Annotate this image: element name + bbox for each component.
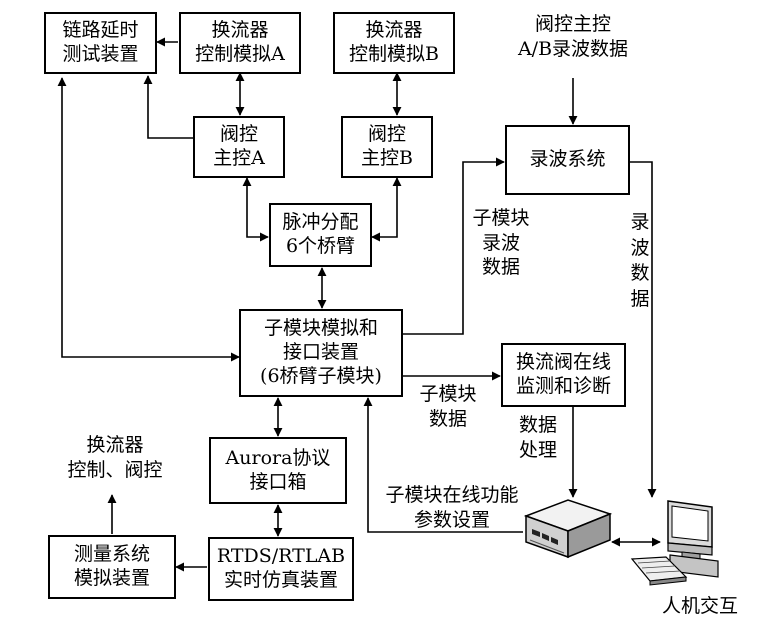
label-line: 阀控主控 bbox=[534, 13, 611, 35]
arrow-valveA-to-linkdelay bbox=[143, 75, 193, 139]
label-line: A/B录波数据 bbox=[517, 37, 629, 60]
label-line: 据 bbox=[630, 287, 650, 310]
arrow-submodule-recorder bbox=[403, 157, 505, 335]
box-line: 换流器 bbox=[365, 19, 423, 42]
submodule-wave-data-label: 子模块 录波 数据 bbox=[466, 206, 536, 280]
box-line: 脉冲分配 bbox=[282, 211, 359, 234]
converter-valve-control-label: 换流器 控制、阀控 bbox=[50, 433, 180, 482]
label-line: 参数设置 bbox=[413, 508, 490, 531]
label-line: 子模块 bbox=[419, 383, 477, 405]
label-line: 人机交互 bbox=[661, 595, 738, 617]
recorder-system-box: 录波系统 bbox=[505, 125, 630, 195]
label-line: 录波 bbox=[481, 231, 520, 254]
converter-control-b-box: 换流器 控制模拟B bbox=[333, 12, 455, 74]
arrow-recorder-host bbox=[630, 161, 657, 498]
label-line: 波 bbox=[630, 236, 650, 259]
box-line: 模拟装置 bbox=[73, 567, 150, 589]
box-line: 链路延时 bbox=[62, 19, 139, 42]
aurora-interface-box: Aurora协议 接口箱 bbox=[209, 437, 347, 504]
box-line: 换流器 bbox=[211, 19, 269, 42]
pulse-distribution-box: 脉冲分配 6个桥臂 bbox=[269, 203, 372, 267]
measurement-sim-box: 测量系统 模拟装置 bbox=[48, 535, 176, 599]
box-line: 接口箱 bbox=[249, 470, 307, 493]
host-device-icon bbox=[523, 499, 613, 559]
box-line: 换流阀在线 bbox=[515, 351, 611, 374]
box-line: 测试装置 bbox=[62, 43, 139, 65]
valve-control-b-box: 阀控 主控B bbox=[341, 116, 433, 178]
online-monitor-box: 换流阀在线 监测和诊断 bbox=[501, 343, 626, 407]
label-line: 数 bbox=[630, 262, 650, 285]
label-line: 录 bbox=[630, 211, 650, 233]
computer-terminal-icon bbox=[630, 500, 719, 586]
label-line: 子模块在线功能 bbox=[385, 484, 519, 506]
arrow-valveB-pulse bbox=[371, 177, 402, 242]
label-line: 数据 bbox=[428, 407, 467, 430]
box-line: 主控A bbox=[213, 147, 265, 169]
converter-control-a-box: 换流器 控制模拟A bbox=[179, 12, 301, 74]
label-line: 数据 bbox=[518, 414, 557, 436]
box-line: 控制模拟B bbox=[349, 43, 439, 65]
box-line: 实时仿真装置 bbox=[223, 569, 338, 591]
box-line: 接口装置 bbox=[282, 341, 359, 364]
box-line: Aurora协议 bbox=[225, 446, 331, 469]
rtds-rtlab-box: RTDS/RTLAB 实时仿真装置 bbox=[208, 537, 354, 601]
box-line: 子模块模拟和 bbox=[263, 317, 378, 340]
label-line: 子模块 bbox=[472, 207, 530, 229]
human-machine-interaction-label: 人机交互 bbox=[645, 594, 755, 619]
link-delay-test-box: 链路延时 测试装置 bbox=[44, 12, 157, 74]
label-line: 处理 bbox=[518, 438, 557, 461]
box-line: 录波系统 bbox=[529, 148, 606, 171]
submodule-sim-interface-box: 子模块模拟和 接口装置 (6桥臂子模块) bbox=[239, 309, 403, 397]
box-line: 监测和诊断 bbox=[515, 375, 611, 397]
box-line: 6个桥臂 bbox=[285, 235, 356, 257]
arrow-valveA-pulse bbox=[242, 177, 269, 242]
valve-control-a-box: 阀控 主控A bbox=[193, 116, 285, 178]
box-line: (6桥臂子模块) bbox=[260, 364, 382, 387]
box-line: RTDS/RTLAB bbox=[216, 545, 346, 568]
label-line: 数据 bbox=[481, 256, 520, 279]
submodule-param-label: 子模块在线功能 参数设置 bbox=[372, 483, 532, 532]
data-processing-label: 数据 处理 bbox=[513, 413, 563, 462]
label-line: 控制、阀控 bbox=[67, 458, 163, 481]
wave-data-label: 录 波 数 据 bbox=[625, 210, 655, 313]
arrow-host-submodule bbox=[363, 397, 523, 533]
valve-ab-data-label: 阀控主控 A/B录波数据 bbox=[498, 12, 648, 61]
label-line: 换流器 bbox=[86, 434, 144, 456]
box-line: 控制模拟A bbox=[195, 43, 285, 65]
arrow-submodule-linkdelay bbox=[57, 77, 240, 362]
box-line: 测量系统 bbox=[73, 543, 150, 566]
submodule-data-label: 子模块 数据 bbox=[408, 382, 488, 431]
box-line: 阀控 bbox=[367, 123, 406, 146]
box-line: 阀控 bbox=[219, 123, 258, 146]
box-line: 主控B bbox=[361, 147, 413, 169]
